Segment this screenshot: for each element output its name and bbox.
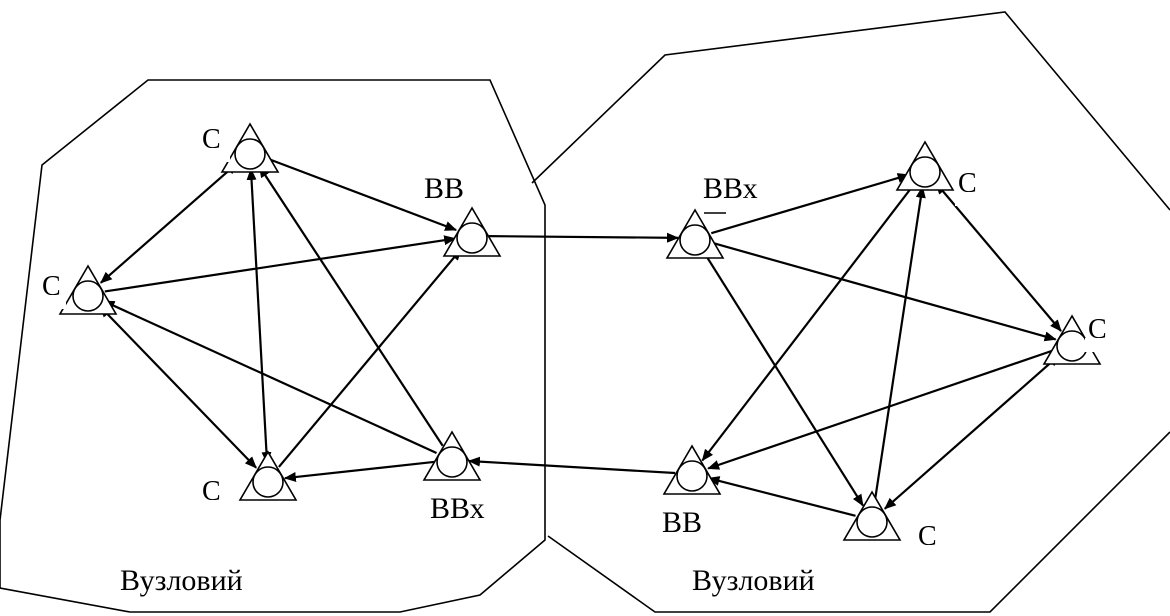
node-circle: [436, 446, 468, 478]
edge-L_top-L_bottom: [246, 167, 272, 465]
node-label-L_bottom: С: [202, 476, 221, 507]
node-L_top: [220, 122, 280, 173]
node-circle: [252, 466, 284, 498]
edge-R_bottom-R_bb: [707, 476, 856, 517]
node-labels: С С С ВВ ВВх ВВх С С С ВВ: [42, 124, 1107, 552]
node-label-R_top: С: [958, 168, 977, 199]
region-right-outline-lower: [547, 431, 1170, 613]
edge-L_left-L_bottom: [99, 305, 257, 469]
edge-R_right-R_bottom: [884, 354, 1060, 510]
edge-L_bbx-L_top: [258, 165, 444, 447]
region-right-outline: [531, 11, 1170, 211]
node-label-R_bottom: С: [918, 521, 937, 552]
region-label-left: Вузловий: [120, 564, 243, 597]
node-circle: [234, 138, 266, 170]
node-circle: [72, 280, 104, 312]
region-left-outline: [0, 79, 546, 613]
node-R_top: [895, 140, 955, 191]
edge-R_bb-L_bbx: [467, 456, 676, 475]
edge-R_bbx-R_top: [710, 173, 910, 235]
node-label-L_left: С: [42, 271, 61, 302]
node-label-R_bbx: ВВх: [703, 172, 758, 205]
edge-R_top-R_bb: [701, 182, 916, 462]
node-label-R_right: С: [1088, 314, 1107, 345]
node-L_bb: [442, 206, 502, 257]
edges: [99, 156, 1062, 517]
node-label-L_top: С: [202, 124, 221, 155]
node-R_bbx: [665, 208, 725, 259]
node-circle: [909, 156, 941, 188]
edge-L_left-L_bb: [104, 235, 457, 293]
node-circle: [676, 460, 708, 492]
node-R_bottom: [842, 490, 902, 541]
edge-L_top-L_bb: [265, 156, 458, 232]
edge-R_top-R_right: [935, 182, 1062, 332]
node-circle: [856, 506, 888, 538]
region-label-right: Вузловий: [692, 564, 815, 597]
edge-R_bbx-R_bottom: [703, 251, 864, 507]
edge-L_bb-R_bbx: [488, 232, 680, 243]
node-circle: [679, 224, 711, 256]
node-label-L_bb: ВВ: [424, 172, 464, 205]
edge-R_bbx-R_right: [711, 241, 1057, 342]
node-L_bottom: [238, 450, 298, 501]
nodes: [58, 122, 1102, 541]
edge-L_bbx-L_left: [102, 300, 437, 454]
node-circle: [456, 222, 488, 254]
node-L_left: [58, 264, 118, 315]
edge-L_top-L_left: [100, 162, 238, 284]
node-label-L_bbx: ВВх: [430, 492, 485, 525]
edge-L_bottom-L_bb: [278, 248, 462, 468]
node-circle: [1056, 330, 1088, 362]
edge-R_bottom-R_top: [873, 185, 926, 504]
node-L_bbx: [422, 430, 482, 481]
node-label-R_bb: ВВ: [662, 506, 702, 539]
node-R_bb: [662, 444, 722, 495]
edge-L_bbx-L_bottom: [283, 460, 436, 482]
